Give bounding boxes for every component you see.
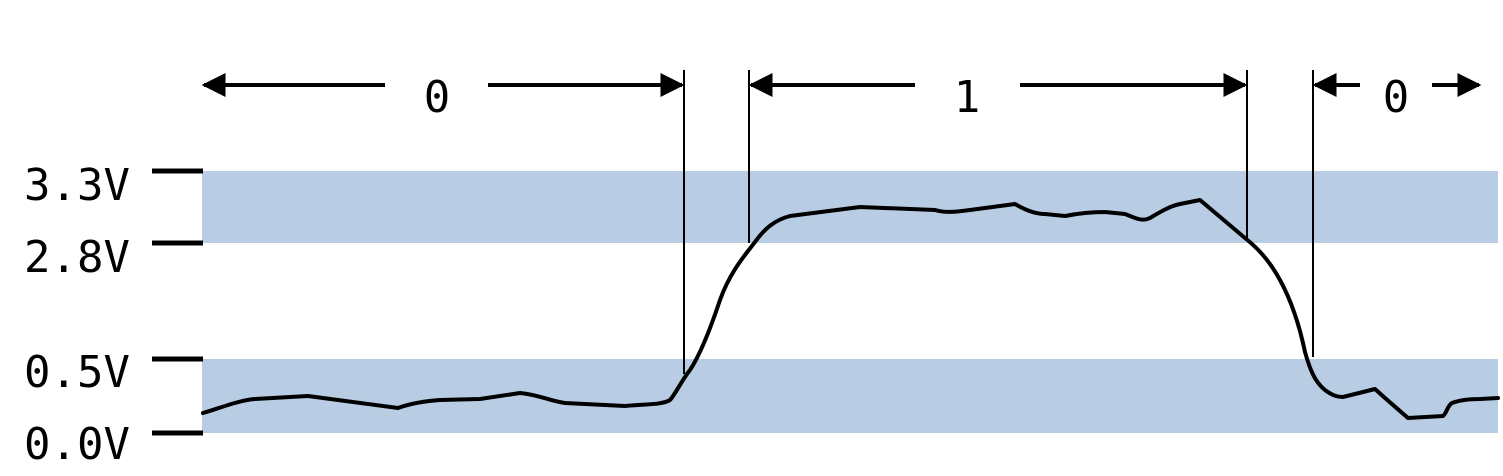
signal-waveform	[201, 198, 1500, 420]
low-level-band	[202, 359, 1498, 433]
label-0v5: 0.5V	[24, 347, 130, 398]
bit-label-first: 0	[424, 72, 451, 123]
bit-label-third: 0	[1383, 72, 1410, 123]
label-3v3: 3.3V	[24, 160, 130, 211]
bit-label-second: 1	[954, 72, 981, 123]
label-2v8: 2.8V	[24, 232, 130, 283]
label-0v0: 0.0V	[24, 419, 130, 470]
